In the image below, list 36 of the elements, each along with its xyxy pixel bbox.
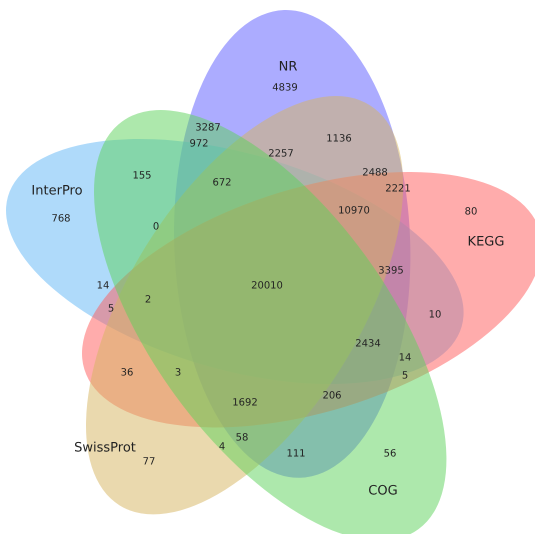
- count-label: 20010: [251, 280, 283, 292]
- count-label: 80: [464, 206, 478, 218]
- count-label: 10970: [338, 206, 370, 216]
- count-label: 4839: [272, 82, 298, 94]
- set-label: COG: [368, 484, 398, 498]
- count-label: 111: [286, 448, 306, 460]
- count-label: 2488: [362, 168, 388, 178]
- count-label: 155: [132, 170, 152, 182]
- count-label: 5: [108, 304, 114, 314]
- count-label: 2257: [268, 148, 294, 160]
- count-label: 77: [142, 456, 156, 468]
- set-label: SwissProt: [74, 440, 136, 456]
- count-label: 3395: [378, 266, 404, 276]
- count-label: 58: [236, 432, 248, 444]
- count-label: 5: [402, 370, 408, 382]
- set-label: NR: [278, 60, 298, 74]
- count-label: 1136: [326, 134, 352, 144]
- set-label: KEGG: [468, 234, 504, 250]
- count-label: 672: [212, 178, 232, 188]
- set-label: InterPro: [31, 184, 83, 198]
- count-label: 206: [322, 390, 342, 402]
- count-label: 768: [51, 214, 71, 224]
- count-label: 1692: [232, 398, 258, 408]
- count-label: 2434: [355, 338, 381, 350]
- count-label: 0: [152, 222, 160, 232]
- count-label: 14: [96, 280, 110, 292]
- count-label: 3: [174, 368, 182, 378]
- count-label: 2221: [385, 184, 411, 194]
- count-label: 4: [218, 442, 226, 452]
- count-label: 2: [144, 294, 152, 306]
- count-label: 36: [120, 368, 134, 378]
- count-label: 3287: [195, 122, 221, 134]
- count-label: 56: [384, 448, 396, 460]
- count-label: 972: [189, 138, 209, 150]
- count-label: 14: [398, 352, 412, 364]
- count-label: 10: [428, 310, 442, 320]
